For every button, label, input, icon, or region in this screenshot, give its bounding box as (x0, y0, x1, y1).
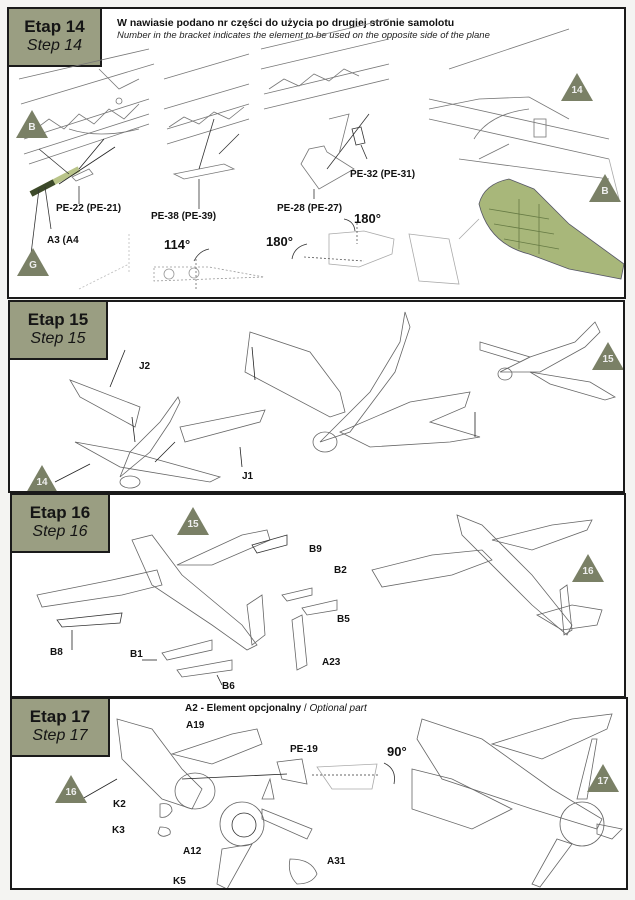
badge-b-right-step14: B (589, 174, 621, 202)
label-pe-38: PE-38 (PE-39) (151, 211, 217, 222)
label-a23: A23 (322, 657, 341, 668)
step-17-title-pl: Etap 17 (29, 707, 91, 726)
optional-part-note: A2 - Element opcjonalny / Optional part (185, 703, 367, 714)
step-15-title-en: Step 15 (30, 330, 86, 347)
step-17-header: Etap 17 Step 17 (12, 699, 110, 757)
step-14-title-pl: Etap 14 (24, 17, 85, 36)
pe-part-fold (328, 230, 395, 268)
label-pe-19: PE-19 (290, 744, 318, 755)
step-17-panel: Etap 17 Step 17 (10, 697, 628, 890)
step-17-title-en: Step 17 (32, 727, 88, 744)
step-14-header: Etap 14 Step 14 (9, 9, 102, 67)
label-b1: B1 (130, 649, 143, 660)
label-b9: B9 (309, 544, 322, 555)
badge-b-step14: B (16, 110, 48, 138)
bracket-note: W nawiasie podano nr części do użycia po… (117, 17, 490, 42)
angle-180-b: 180° (266, 234, 293, 249)
wing-bay-view-1 (18, 48, 155, 165)
optional-sep: / (301, 703, 310, 714)
aircraft-left-exploded (36, 529, 338, 686)
label-k2: K2 (113, 799, 126, 810)
step-16-title-en: Step 16 (32, 523, 88, 540)
wing-bay-view-4 (428, 28, 610, 180)
label-b2: B2 (334, 565, 347, 576)
fuselage-completed (479, 321, 616, 401)
angle-180-a: 180° (354, 211, 381, 226)
wing-bay-view-3 (260, 18, 390, 199)
label-b6: B6 (222, 681, 235, 692)
badge-15-step15: 15 (592, 342, 623, 370)
step-15-drawing (54, 311, 616, 489)
label-a31: A31 (327, 856, 346, 867)
nose-completed (411, 713, 623, 888)
badge-17-step17: 17 (587, 764, 619, 792)
step-15-title-pl: Etap 15 (27, 310, 89, 329)
bracket-note-en: Number in the bracket indicates the elem… (117, 30, 490, 41)
angle-114: 114° (164, 237, 191, 252)
angle-90: 90° (387, 744, 407, 759)
badge-15-step16: 15 (177, 507, 209, 535)
label-b5: B5 (337, 614, 350, 625)
wing-bay-view-2 (163, 53, 250, 209)
bracket-note-pl: W nawiasie podano nr części do użycia po… (117, 17, 455, 29)
badge-16-step16: 16 (572, 554, 604, 582)
step-16-header: Etap 16 Step 16 (12, 495, 110, 553)
label-a12: A12 (183, 846, 202, 857)
fuselage-assembly-large (244, 311, 481, 453)
label-pe-22: PE-22 (PE-21) (56, 203, 122, 214)
step-14-title-en: Step 14 (26, 37, 83, 54)
step-15-header: Etap 15 Step 15 (10, 302, 108, 360)
step-14-panel: Etap 14 Step 14 W nawiasie podano nr czę… (7, 7, 626, 299)
label-a3: A3 (A4 (47, 235, 79, 246)
nose-assembly-exploded (81, 718, 395, 888)
label-b8: B8 (50, 647, 63, 658)
aircraft-right-completed (371, 514, 603, 636)
label-a19: A19 (186, 720, 205, 731)
step-16-panel: Etap 16 Step 16 B9 B2 B5 B (10, 493, 626, 698)
step-14-drawing (18, 18, 624, 290)
badge-14-step14: 14 (561, 73, 593, 101)
part-b-highlight (478, 178, 624, 280)
badge-g-step14: G (17, 248, 49, 276)
label-a2: A2 (185, 703, 198, 714)
step-16-drawing (36, 514, 603, 686)
badge-14-step15: 14 (26, 465, 58, 491)
badge-16-step17: 16 (55, 775, 87, 803)
step-16-title-pl: Etap 16 (29, 503, 91, 522)
step-17-drawing (81, 713, 623, 888)
label-pe-32: PE-32 (PE-31) (350, 169, 416, 180)
step-15-panel: Etap 15 Step 15 (8, 300, 625, 493)
optional-en: Optional part (309, 703, 367, 714)
label-k5: K5 (173, 876, 186, 887)
pe-part-flat (153, 266, 265, 282)
label-j2: J2 (139, 361, 151, 372)
optional-pl: - Element opcjonalny (200, 703, 302, 714)
fuselage-assembly-small (54, 349, 266, 489)
label-j1: J1 (242, 471, 254, 482)
label-k3: K3 (112, 825, 125, 836)
label-pe-28: PE-28 (PE-27) (277, 203, 343, 214)
